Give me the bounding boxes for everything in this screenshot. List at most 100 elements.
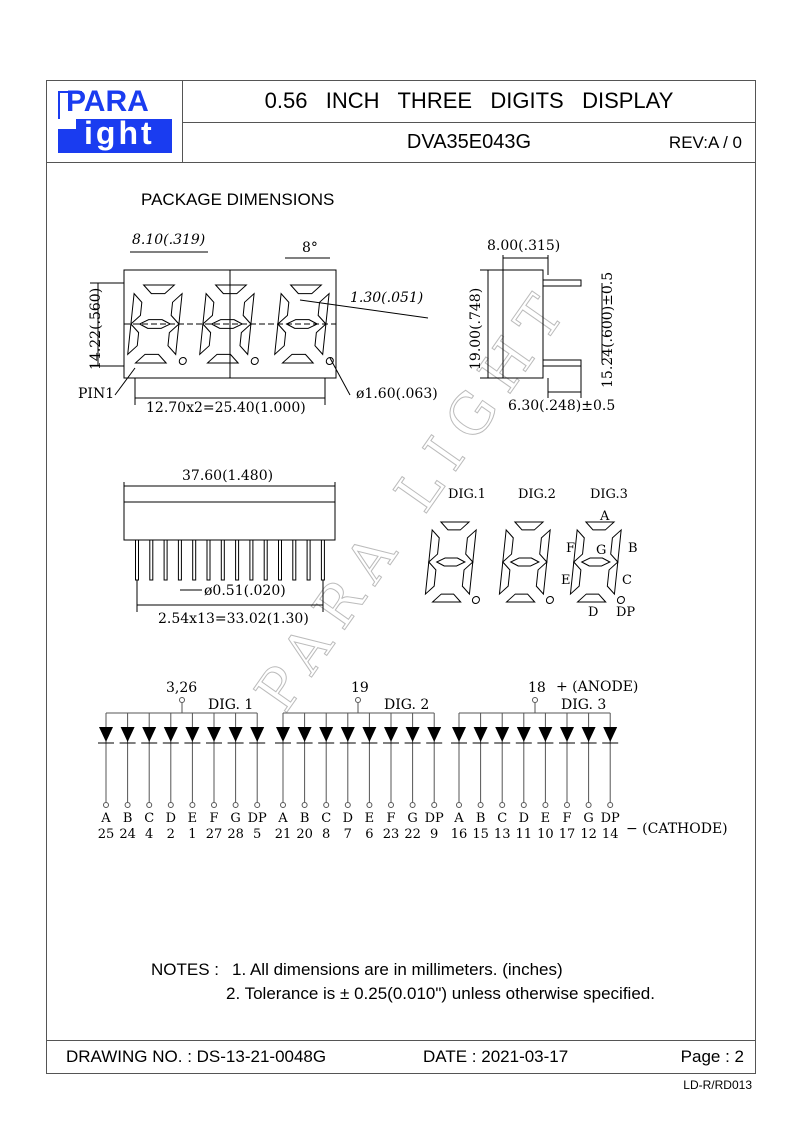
cathode-terminal: [167, 802, 174, 808]
diode-icon: [560, 727, 574, 742]
segment-label: G: [230, 811, 240, 826]
segment-label: C: [497, 811, 507, 826]
pin: [149, 539, 154, 581]
dim-pin-diameter: ø0.51(.020): [204, 583, 286, 599]
segment: [428, 528, 440, 564]
segment: [127, 322, 140, 356]
segment: [130, 292, 143, 326]
seg-label-g: G: [596, 543, 606, 558]
note-2: 2. Tolerance is ± 0.25(0.010") unless ot…: [226, 984, 655, 1003]
revision: REV:A / 0: [668, 133, 742, 152]
pin: [278, 539, 282, 581]
segment: [424, 560, 437, 596]
cathode-terminal: [456, 802, 462, 808]
cathode-terminal: [520, 802, 527, 808]
bottom-view: [123, 482, 336, 612]
bottom-view-pins: [135, 539, 325, 581]
cathode-terminal: [254, 802, 261, 808]
diode-icon: [185, 727, 200, 742]
segment: [580, 557, 611, 567]
cathode-terminal: [323, 802, 330, 808]
cathode-terminal: [499, 802, 506, 808]
segment: [289, 284, 323, 295]
pin-number: 4: [145, 827, 153, 842]
diode-icon: [120, 727, 135, 742]
segment: [314, 322, 327, 356]
anode-pin-number: 3,26: [166, 680, 197, 696]
segment-label: B: [300, 811, 310, 826]
segment: [242, 292, 255, 326]
segment: [461, 560, 474, 596]
cathode-terminal: [232, 802, 239, 808]
segment: [576, 593, 607, 603]
seg-digit-2: [498, 521, 554, 604]
cathode-terminal: [409, 802, 416, 808]
diode-icon: [516, 727, 531, 742]
dim-angle: 8°: [302, 240, 318, 256]
segment-label: B: [123, 811, 133, 826]
segment: [285, 319, 319, 329]
pin-number: 6: [365, 827, 373, 842]
note-1: 1. All dimensions are in millimeters. (i…: [232, 960, 563, 979]
anode-pin-number: 19: [351, 680, 369, 696]
logo-bottom-box: [58, 119, 172, 153]
dim-digit-width: 8.10(.319): [132, 232, 205, 248]
cathode-terminal: [607, 802, 614, 808]
dim-pin-pitch: 2.54x13=33.02(1.30): [158, 611, 309, 627]
segment: [584, 521, 616, 531]
diode-icon: [142, 727, 157, 742]
segment: [539, 528, 551, 564]
form-code: LD-R/RD013: [683, 1078, 752, 1092]
logo-white-l: [58, 119, 76, 129]
segment: [206, 353, 240, 364]
pin-number: 16: [451, 827, 468, 842]
notes-label: NOTES :: [151, 960, 220, 979]
segment: [239, 322, 252, 356]
page-number: Page : 2: [680, 1047, 744, 1066]
part-number: DVA35E043G: [406, 131, 532, 153]
logo-para: PARA: [66, 85, 149, 118]
cathode-terminal: [146, 802, 153, 808]
anode-terminal: [355, 697, 361, 703]
seg-label-dp: DP: [616, 605, 635, 620]
pin-number: 9: [430, 827, 438, 842]
diode-icon: [495, 727, 510, 742]
segment-label: C: [321, 811, 331, 826]
segment-label: F: [386, 811, 395, 826]
pin: [320, 539, 325, 581]
segment: [134, 353, 168, 364]
diode-icon: [603, 727, 618, 742]
drawing-date: DATE : 2021-03-17: [423, 1047, 569, 1066]
dim-length: 37.60(1.480): [182, 468, 273, 484]
cathode-terminal: [211, 802, 217, 808]
cathode-terminal: [366, 802, 373, 808]
diode-icon: [405, 727, 420, 742]
segment: [509, 557, 540, 567]
seg-dig2-label: DIG.2: [518, 487, 556, 502]
segment: [573, 528, 585, 564]
diode-icon: [228, 727, 243, 742]
dim-pitch: 12.70x2=25.40(1.000): [146, 400, 306, 416]
cathode-terminal: [477, 802, 484, 808]
decimal-point: [616, 596, 625, 604]
cathode-terminal: [388, 802, 394, 808]
dim-pin-spacing: 15.24(.600)±0.5: [600, 272, 616, 388]
pin-number: 7: [344, 827, 352, 842]
pin-number: 22: [404, 827, 421, 842]
seg-label-f: F: [566, 541, 575, 556]
segment: [214, 284, 248, 295]
diode-icon: [427, 727, 442, 742]
segment: [170, 292, 183, 326]
segment-label: D: [343, 811, 353, 826]
segment: [274, 322, 287, 356]
pin: [249, 539, 254, 581]
segment: [513, 521, 545, 531]
segment-diagram: [424, 521, 625, 604]
segment-label: D: [166, 811, 176, 826]
seg-dig1-label: DIG.1: [448, 487, 486, 502]
segment: [569, 560, 582, 596]
document-title: 0.56 INCH THREE DIGITS DISPLAY: [264, 88, 674, 113]
decimal-point: [250, 357, 259, 365]
